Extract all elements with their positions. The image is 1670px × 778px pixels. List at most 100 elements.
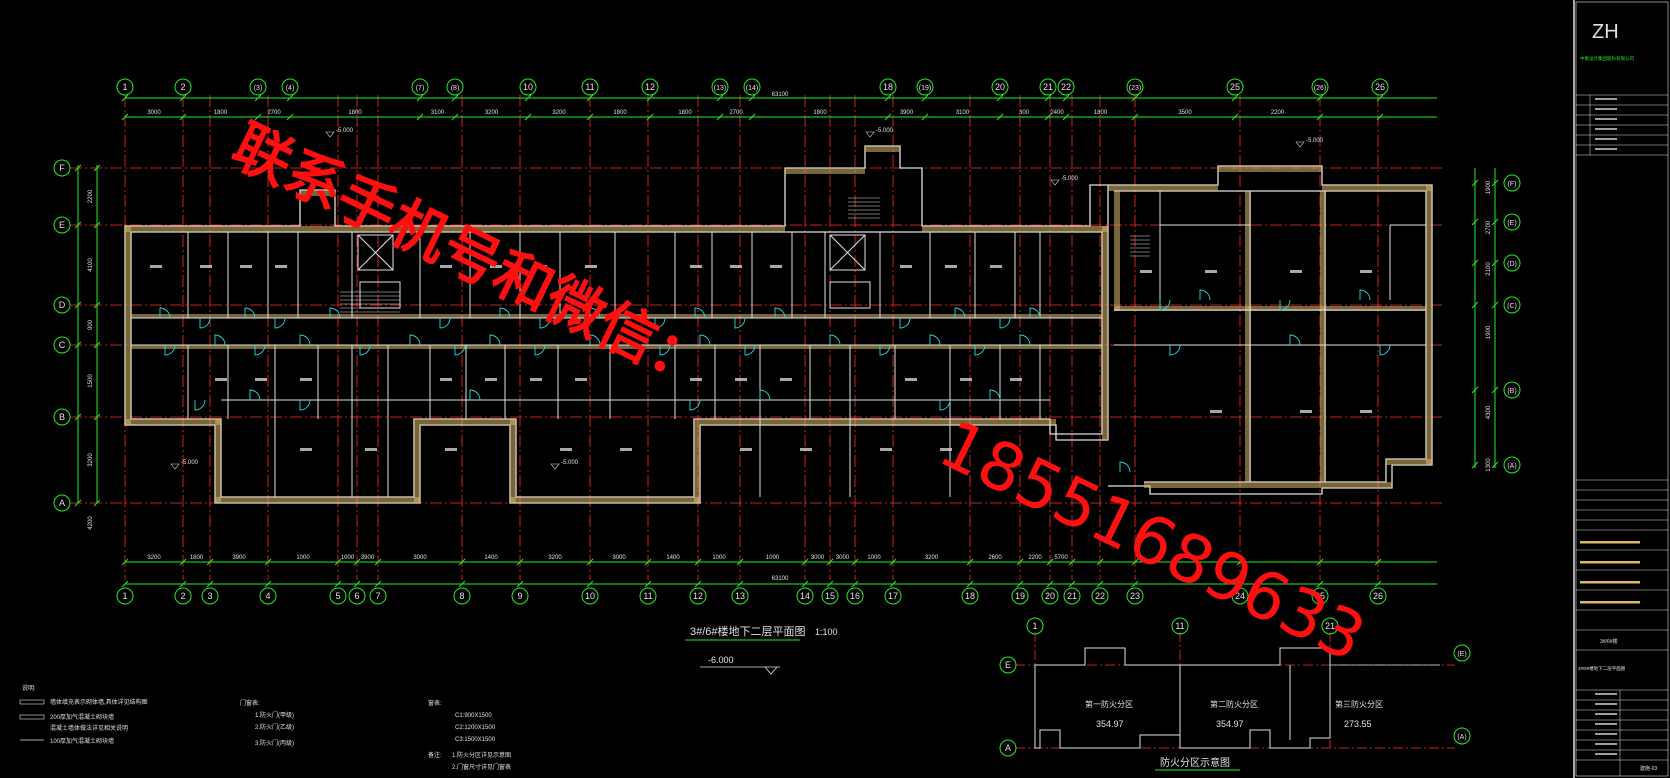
fire-zone-1-area: 354.97 (1096, 719, 1124, 729)
dim-tick (74, 221, 82, 229)
top-axis-bubble-circle (1226, 78, 1244, 96)
left-axis-bubble-circle (53, 159, 71, 177)
dim-tick (1471, 218, 1479, 226)
legend-line-3: 混凝土墙体做法详见相关说明 (50, 724, 128, 732)
bottom-axis-bubble: 12 (693, 591, 703, 601)
dim-tick (286, 113, 294, 121)
top-axis-bubble: (23) (1129, 85, 1141, 92)
bottom-axis-bubble: 3 (207, 591, 212, 601)
title-block-text-mark (1595, 98, 1617, 100)
window-line-1: C1:900X1500 (455, 713, 492, 719)
window-line-2: C2:1200X1500 (455, 725, 496, 731)
dim-tick (1231, 94, 1239, 102)
room-label-mark (255, 378, 267, 381)
room-label-mark (530, 378, 542, 381)
dim-tick (1316, 580, 1324, 588)
left-axis-bubble: C (59, 340, 66, 350)
left-axis-bubble: E (59, 220, 65, 230)
dim-tick (524, 113, 532, 121)
door-swing (359, 344, 371, 356)
dim-tick (1316, 94, 1324, 102)
title-block-text-mark (1595, 693, 1617, 695)
top-axis-bubble-circle (249, 78, 267, 96)
room-label-mark (1290, 270, 1302, 273)
left-dimension: 2200 (88, 189, 94, 203)
dim-tick (1471, 179, 1479, 187)
dim-tick (884, 94, 892, 102)
room-label-mark (1360, 270, 1372, 273)
dim-tick (1376, 113, 1384, 121)
title-block-text-mark (1595, 743, 1617, 745)
top-axis-bubble-circle (174, 78, 192, 96)
memo-line-2: 2.门窗尺寸详见门窗表 (452, 763, 511, 771)
dim-tick (353, 558, 361, 566)
bottom-axis-bubble: 2 (180, 591, 185, 601)
door-swing (759, 389, 771, 401)
top-axis-bubble-circle (1311, 78, 1329, 96)
dim-tick (121, 580, 129, 588)
dim-tick (826, 558, 834, 566)
bottom-axis-bubble: 4 (265, 591, 270, 601)
right-axis-bubble: (C) (1507, 303, 1517, 310)
bottom-axis-bubble-circle (846, 587, 864, 605)
door-swing (1359, 289, 1371, 301)
door-swing (929, 334, 941, 346)
left-dimension: 1500 (88, 374, 94, 388)
dim-tick (996, 94, 1004, 102)
top-axis-bubble-circle (446, 78, 464, 96)
top-dimension: 2200 (1271, 110, 1285, 116)
top-dimension: 2700 (729, 110, 743, 116)
fire-zone-2-name: 第二防火分区 (1210, 699, 1258, 709)
legend-line-1: 墙体填充表示砌体墙,具体详见结构图 (50, 698, 148, 706)
left-axis-bubble: F (59, 163, 65, 173)
title-block-text-mark (1595, 118, 1617, 120)
bottom-axis-bubble-circle (639, 587, 657, 605)
level-mark-text: -5.000 (561, 460, 579, 466)
top-dimension: 2400 (1050, 110, 1064, 116)
title-block-text-mark (1595, 753, 1617, 755)
right-dimension: 1900 (1486, 325, 1492, 339)
room-label-mark (585, 265, 597, 268)
title-block-text-mark (1595, 108, 1617, 110)
top-dimension: 300 (1019, 110, 1030, 116)
bottom-axis-bubble: 22 (1095, 591, 1105, 601)
plan-title: 3#/6#楼地下二层平面图 (690, 624, 806, 638)
fire-zone-2-area: 354.97 (1216, 719, 1244, 729)
top-axis-bubble: (4) (286, 85, 295, 92)
room-label-mark (690, 378, 702, 381)
left-dimension: 900 (88, 319, 94, 330)
door-swing (989, 389, 1001, 401)
dim-tick (93, 164, 101, 172)
door-swing (1019, 334, 1031, 346)
dim-tick (1016, 558, 1024, 566)
top-axis-bubble: 26 (1375, 82, 1385, 92)
room-label-mark (445, 448, 457, 451)
title-block-text-mark (1595, 723, 1617, 725)
title-block-text-mark (1595, 703, 1617, 705)
top-dimension: 3900 (900, 110, 914, 116)
room-label-mark (740, 448, 752, 451)
dim-tick (748, 94, 756, 102)
room-label-mark (1210, 410, 1222, 413)
top-dimension: 3100 (431, 110, 445, 116)
door-swing (879, 344, 891, 356)
dim-tick (74, 341, 82, 349)
door-swing (899, 317, 911, 329)
dim-tick (851, 558, 859, 566)
room-label-mark (535, 265, 547, 268)
wall-hatch-segment (414, 419, 420, 503)
right-axis-bubble-circle (1503, 296, 1521, 314)
title-block: ZH 中衡设计集团股份有限公司 3#/6#楼 3#/6#楼地下二层平面图 建施-… (1573, 0, 1669, 778)
top-axis-bubble: 12 (645, 82, 655, 92)
dim-tick (966, 580, 974, 588)
dimension-lines (77, 97, 1496, 585)
wall-hatch-segment (1322, 185, 1432, 191)
title-block-text-mark (1595, 733, 1617, 735)
title-block-text-mark (1595, 138, 1617, 140)
dim-tick (451, 94, 459, 102)
fire-axis-21: 21 (1325, 621, 1335, 631)
door-swing (689, 399, 701, 411)
top-axis-bubble-circle (916, 78, 934, 96)
bottom-dimension: 3000 (836, 555, 850, 561)
